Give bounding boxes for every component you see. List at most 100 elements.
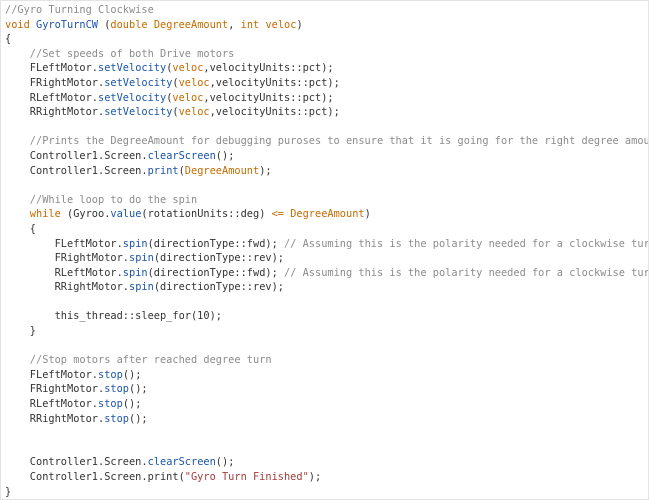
function-name-token: spin <box>122 237 148 250</box>
code-text-token: ,velocityUnits::pct); <box>209 106 340 119</box>
function-name-token: print <box>147 164 179 177</box>
code-line[interactable]: //While loop to do the spin <box>5 193 648 208</box>
code-text-token: FRightMotor. <box>5 383 105 396</box>
code-text-token: ); <box>308 471 322 483</box>
code-text-token: (Gyroo. <box>67 208 111 221</box>
code-text-token: RLeftMotor. <box>5 91 98 104</box>
code-line[interactable]: RRightMotor.spin(directionType::rev); <box>5 280 648 295</box>
code-text-token: (directionType::fwd); <box>147 237 284 250</box>
code-text-token: } <box>5 485 12 498</box>
code-text-token: ,velocityUnits::pct); <box>209 76 340 89</box>
comment-token: //Set speeds of both Drive motors <box>5 47 235 60</box>
keyword-token: int <box>240 18 266 31</box>
code-line[interactable]: FRightMotor.spin(directionType::rev); <box>5 251 648 266</box>
function-name-token: stop <box>98 368 123 381</box>
code-text-token: FRightMotor. <box>5 252 129 265</box>
code-line[interactable]: RRightMotor.stop(); <box>5 412 648 427</box>
code-text-token: RLeftMotor. <box>5 266 123 279</box>
code-text-token: , <box>228 18 241 31</box>
code-line[interactable]: //Set speeds of both Drive motors <box>5 47 648 62</box>
code-line[interactable]: Controller1.Screen.print(DegreeAmount); <box>5 164 648 179</box>
code-text-token: (directionType::fwd); <box>147 266 284 279</box>
code-text-token: { <box>5 33 12 46</box>
code-line[interactable]: RLeftMotor.stop(); <box>5 397 648 412</box>
parameter-token: veloc <box>178 76 210 89</box>
comment-token: //Gyro Turning Clockwise <box>5 4 154 16</box>
function-name-token: spin <box>129 252 154 265</box>
code-line[interactable]: RRightMotor.setVelocity(veloc,velocityUn… <box>5 105 648 120</box>
code-text-token: FLeftMotor. <box>5 62 98 75</box>
code-line[interactable] <box>5 295 648 310</box>
function-name-token: value <box>110 208 142 221</box>
code-text-token: FLeftMotor. <box>5 368 98 381</box>
string-literal-token: "Gyro Turn Finished" <box>184 471 309 483</box>
code-line[interactable]: this_thread::sleep_for(10); <box>5 309 648 324</box>
code-line[interactable]: RLeftMotor.setVelocity(veloc,velocityUni… <box>5 91 648 106</box>
code-text-token: ( <box>172 106 179 119</box>
code-line[interactable]: void GyroTurnCW (double DegreeAmount, in… <box>5 18 648 33</box>
code-line[interactable]: FLeftMotor.spin(directionType::fwd); // … <box>5 237 649 252</box>
code-text-token: (rotationUnits::deg) <box>141 208 272 221</box>
parameter-token: veloc <box>265 18 297 31</box>
code-line[interactable] <box>5 426 648 441</box>
code-text-token: Controller1.Screen.print( <box>5 471 185 483</box>
code-line[interactable]: FRightMotor.setVelocity(veloc,velocityUn… <box>5 76 648 91</box>
code-line[interactable] <box>5 178 648 193</box>
code-text-token: ( <box>166 91 173 104</box>
parameter-token: veloc <box>172 62 204 75</box>
code-line[interactable]: //Stop motors after reached degree turn <box>5 353 648 368</box>
parameter-token: DegreeAmount <box>290 208 365 221</box>
code-text-token: (); <box>215 149 235 162</box>
code-line[interactable]: { <box>5 222 648 237</box>
function-name-token: setVelocity <box>98 62 167 75</box>
function-name-token: setVelocity <box>104 76 173 89</box>
function-name-token: clearScreen <box>147 456 216 469</box>
code-line[interactable] <box>5 441 648 456</box>
code-text-token: (); <box>122 368 142 381</box>
code-text-token: this_thread::sleep_for(10); <box>5 310 222 323</box>
code-text-token: Controller1.Screen. <box>5 456 148 469</box>
code-line[interactable]: //Gyro Turning Clockwise <box>5 3 648 18</box>
function-name-token: GyroTurnCW <box>36 18 98 31</box>
code-line[interactable]: //Prints the DegreeAmount for debugging … <box>5 134 648 149</box>
code-text-token: ,velocityUnits::pct); <box>203 62 334 75</box>
code-text-token: ( <box>178 164 185 177</box>
code-line[interactable]: FRightMotor.stop(); <box>5 382 648 397</box>
function-name-token: spin <box>129 281 154 294</box>
code-text-token: (); <box>129 412 148 425</box>
code-line[interactable]: Controller1.Screen.clearScreen(); <box>5 455 648 470</box>
code-text-token: FRightMotor. <box>5 76 105 89</box>
code-text-token: RRightMotor. <box>5 281 129 294</box>
parameter-token: DegreeAmount <box>153 18 229 31</box>
comment-token: // Assuming this is the polarity needed … <box>284 237 649 250</box>
code-line[interactable]: FLeftMotor.stop(); <box>5 368 648 383</box>
code-line[interactable] <box>5 339 648 354</box>
parameter-token: veloc <box>178 106 210 119</box>
parameter-token: veloc <box>172 91 204 104</box>
code-text-token: (); <box>122 398 142 411</box>
code-text-token: ); <box>259 164 272 177</box>
comment-token: //Stop motors after reached degree turn <box>5 354 272 367</box>
code-line[interactable]: } <box>5 485 648 499</box>
code-line[interactable] <box>5 120 648 135</box>
code-line[interactable]: Controller1.Screen.print("Gyro Turn Fini… <box>5 470 648 485</box>
code-line[interactable]: RLeftMotor.spin(directionType::fwd); // … <box>5 266 648 281</box>
function-name-token: clearScreen <box>147 149 216 162</box>
operator-token: <= <box>271 208 284 221</box>
code-text-token: ( <box>98 18 111 31</box>
code-line[interactable]: Controller1.Screen.clearScreen(); <box>5 149 648 164</box>
code-text-token: RRightMotor. <box>5 106 105 119</box>
code-text-token: } <box>5 325 36 338</box>
keyword-token: double <box>110 18 154 31</box>
function-name-token: spin <box>122 266 148 279</box>
code-block[interactable]: //Gyro Turning Clockwise void GyroTurnCW … <box>5 3 649 499</box>
code-line[interactable]: while (Gyroo.value(rotationUnits::deg) <… <box>5 207 648 222</box>
code-text-token: Controller1.Screen. <box>5 149 148 162</box>
code-text-token: FLeftMotor. <box>5 237 123 250</box>
code-line[interactable]: { <box>5 32 648 47</box>
code-line[interactable]: } <box>5 324 648 339</box>
code-line[interactable]: FLeftMotor.setVelocity(veloc,velocityUni… <box>5 61 648 76</box>
code-text-token: ) <box>296 18 303 31</box>
code-text-token: (directionType::rev); <box>153 281 284 294</box>
